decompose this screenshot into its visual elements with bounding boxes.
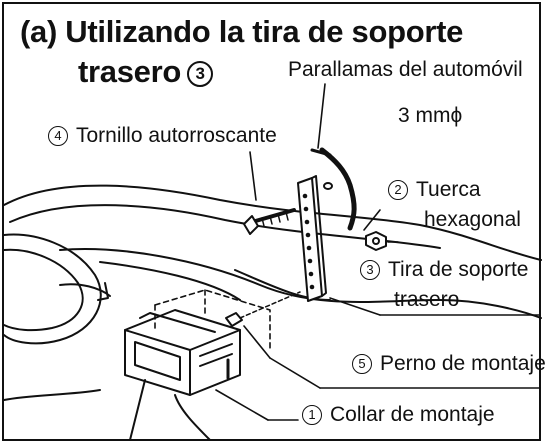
self-tapping-screw	[243, 208, 296, 235]
strap-text-line2: trasero	[394, 288, 460, 311]
nut-text-line2: hexagonal	[424, 208, 521, 231]
title-step-number: 3	[187, 61, 214, 87]
figure-title-line1: (a) Utilizando la tira de soporte	[20, 14, 464, 49]
nut-label: 2 Tuerca	[388, 178, 481, 202]
rear-support-strap	[297, 175, 327, 302]
strap-holes	[302, 193, 315, 290]
wire-size-label: 3 mmϕ	[398, 104, 463, 127]
screw-label: 4 Tornillo autorroscante	[48, 124, 277, 148]
strap-text-line1: Tira de soporte	[388, 258, 529, 281]
wire	[319, 147, 357, 231]
mounting-collar	[154, 289, 271, 351]
collar-number: 1	[302, 405, 322, 425]
nut-text-line1: Tuerca	[416, 178, 481, 201]
leader-lines	[215, 83, 541, 421]
firewall-label: Parallamas del automóvil	[288, 58, 523, 81]
screw-text: Tornillo autorroscante	[76, 124, 277, 147]
steering-wheel	[3, 233, 111, 401]
bolt-number: 5	[352, 354, 372, 374]
mounting-bolt	[225, 291, 301, 327]
nut-number: 2	[388, 180, 408, 200]
bolt-text: Perno de montaje	[380, 352, 546, 375]
strap-number: 3	[360, 260, 380, 280]
firewall-hole	[323, 182, 333, 190]
collar-label: 1 Collar de montaje	[302, 403, 495, 427]
hex-nut	[365, 231, 387, 251]
figure-title-word: trasero	[78, 54, 182, 89]
figure-frame	[2, 2, 541, 441]
bolt-label: 5 Perno de montaje	[352, 352, 546, 376]
collar-text: Collar de montaje	[330, 403, 495, 426]
screw-number: 4	[48, 126, 68, 146]
dash-contour2	[234, 269, 331, 301]
dash-contour	[99, 261, 241, 301]
strap-label: 3 Tira de soporte	[360, 258, 528, 282]
stereo-unit	[124, 309, 241, 396]
